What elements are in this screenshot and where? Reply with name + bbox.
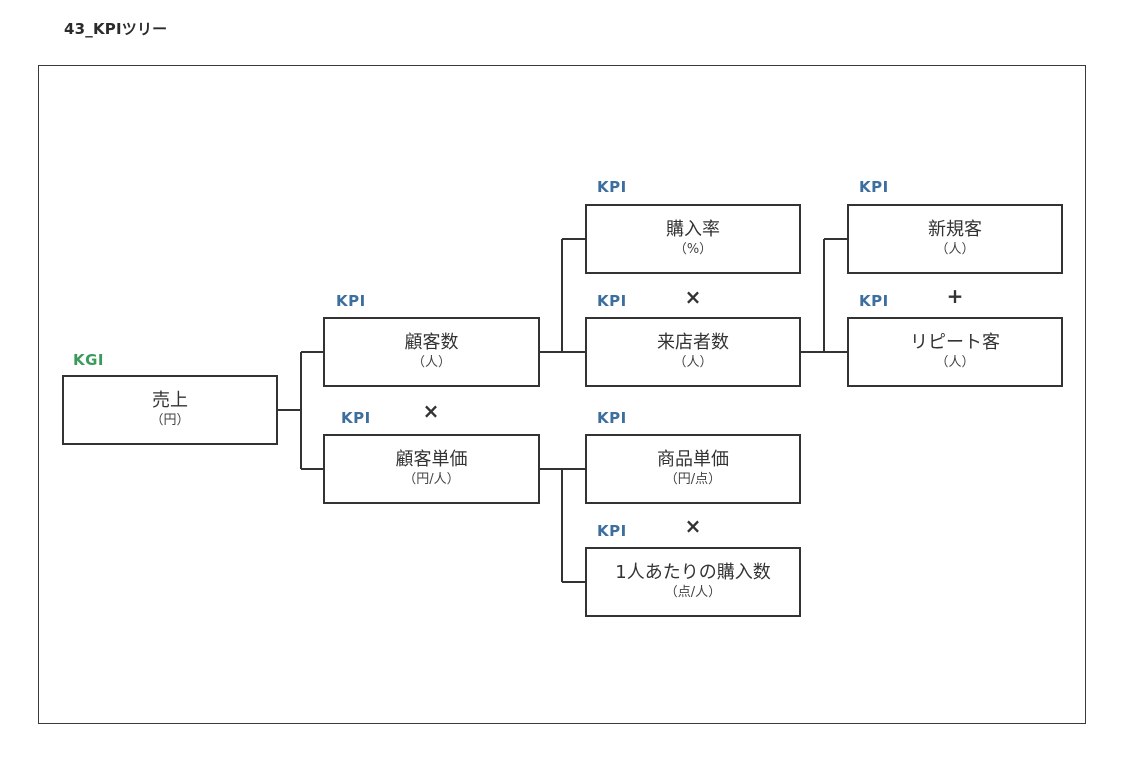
- node-unit: （人）: [935, 355, 975, 370]
- kpi-tag: KPI: [859, 292, 889, 310]
- node-sales: 売上 （円）: [62, 375, 278, 445]
- node-name: 来店者数: [657, 332, 729, 353]
- node-name: リピート客: [910, 332, 1000, 353]
- operator-plus: +: [946, 284, 964, 308]
- node-customers: 顧客数 （人）: [323, 317, 540, 387]
- operator-multiply: ×: [684, 285, 702, 309]
- operator-multiply: ×: [684, 514, 702, 538]
- kpi-tag: KPI: [597, 409, 627, 427]
- node-product-price: 商品単価 （円/点）: [585, 434, 801, 504]
- page-title: 43_KPIツリー: [64, 20, 168, 38]
- node-name: 商品単価: [657, 449, 729, 470]
- node-unit-price: 顧客単価 （円/人）: [323, 434, 540, 504]
- kpi-tag: KPI: [597, 522, 627, 540]
- node-items-per-person: 1人あたりの購入数 （点/人）: [585, 547, 801, 617]
- node-repeat-customers: リピート客 （人）: [847, 317, 1063, 387]
- kpi-tag: KPI: [597, 178, 627, 196]
- node-name: 新規客: [928, 219, 982, 240]
- kpi-tag: KPI: [341, 409, 371, 427]
- node-new-customers: 新規客 （人）: [847, 204, 1063, 274]
- connector-customers-branch: [539, 238, 586, 353]
- node-unit: （人）: [935, 242, 975, 257]
- node-unit: （%）: [673, 242, 713, 257]
- node-unit: （円）: [150, 413, 190, 428]
- node-visitors: 来店者数 （人）: [585, 317, 801, 387]
- operator-multiply: ×: [422, 399, 440, 423]
- node-name: 購入率: [666, 219, 720, 240]
- node-name: 1人あたりの購入数: [615, 562, 771, 583]
- node-name: 顧客単価: [395, 449, 468, 470]
- kpi-tag: KPI: [597, 292, 627, 310]
- node-unit: （円/人）: [403, 472, 460, 487]
- connector-visitors-branch: [801, 238, 848, 353]
- node-unit: （人）: [673, 355, 713, 370]
- node-name: 顧客数: [404, 332, 459, 353]
- kpi-tag: KPI: [859, 178, 889, 196]
- diagram-frame: [38, 65, 1086, 724]
- node-unit: （点/人）: [664, 585, 722, 600]
- connector-unitprice-branch: [539, 468, 586, 583]
- kgi-tag: KGI: [73, 351, 105, 369]
- kpi-tag: KPI: [336, 292, 366, 310]
- connector-sales-branch: [277, 351, 324, 470]
- node-unit: （人）: [411, 355, 451, 370]
- node-unit: （円/点）: [664, 472, 722, 487]
- node-name: 売上: [152, 390, 188, 411]
- node-purchase-rate: 購入率 （%）: [585, 204, 801, 274]
